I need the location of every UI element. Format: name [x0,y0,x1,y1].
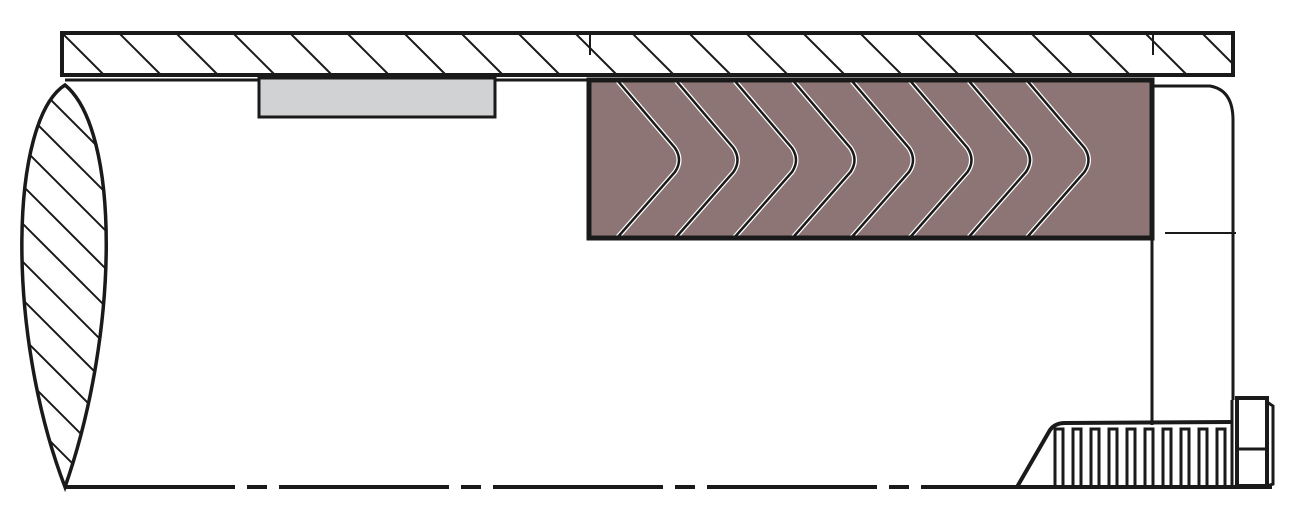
hatch-line [688,33,732,75]
hatch-line [859,33,903,75]
hatch-line [1087,33,1131,75]
hatch-line [517,33,561,75]
hatch-line [1030,33,1074,75]
packing-ring [616,80,681,238]
packing-ring [908,80,973,238]
hatch-line [631,33,675,75]
hatch-line [460,33,504,75]
hatch-line [289,33,333,75]
hatch-line [21,210,107,314]
knurl-ridge [1161,427,1173,487]
gland-follower [1150,84,1236,425]
hatch-line [973,33,1017,75]
packing-ring [967,80,1032,238]
gray-insert [257,76,497,119]
packing-ring [791,80,856,238]
packing-ring [850,80,915,238]
knurled-nut [1015,396,1275,489]
hatch-line [232,33,276,75]
knurl-ridge [1107,427,1119,487]
hatch-line [175,33,219,75]
hatch-line [745,33,789,75]
hatch-line [118,33,162,75]
knurl-ridge [1143,427,1155,487]
knurl-ridge [1089,427,1101,487]
hatch-line [1201,33,1233,65]
knurl-ridge [1053,427,1065,487]
knurl-ridge [1179,427,1191,487]
packing-ring [733,80,798,238]
hatch-line [403,33,447,75]
hatch-line [916,33,960,75]
knurl-ridge [1215,427,1227,487]
housing-plate [60,31,1235,77]
hatch-line [62,33,105,75]
packing-ring [674,80,739,238]
hatch-line [21,248,107,352]
hatch-line [574,33,618,75]
shaft-lobe [10,82,108,493]
knurl-ridge [1071,427,1083,487]
hatch-line [802,33,846,75]
hatch-line [10,477,20,487]
knurl-ridge [1197,427,1209,487]
hatch-line [21,172,107,276]
knurl-ridge [1125,427,1137,487]
packing-ring [1025,80,1090,238]
hatch-line [346,33,390,75]
packing-rings [586,77,1155,241]
